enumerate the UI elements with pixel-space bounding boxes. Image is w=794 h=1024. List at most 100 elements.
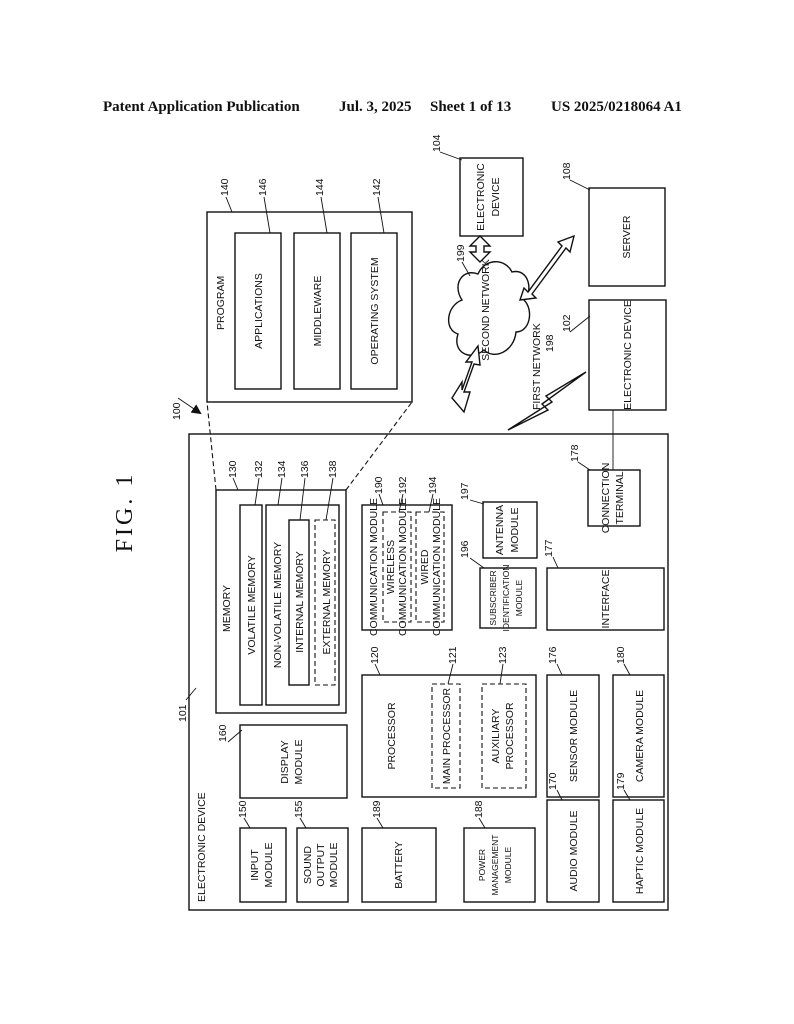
camera-module-box: [612, 674, 665, 798]
display-module-box: [239, 724, 348, 799]
volatile-memory-label: VOLATILE MEMORY: [246, 555, 258, 654]
internal-memory-label: INTERNAL MEMORY: [294, 551, 306, 653]
device-102-label: ELECTRONIC DEVICE: [622, 300, 634, 410]
auxiliary-processor-box: [481, 683, 527, 789]
applications-label: APPLICATIONS: [253, 273, 265, 349]
arrow-network-to-device-104: [468, 235, 492, 263]
operating-system-label: OPERATING SYSTEM: [369, 257, 381, 364]
middleware-box: [293, 232, 341, 390]
electronic-device-102-box: [588, 299, 667, 411]
ref-142: 142: [371, 178, 383, 196]
memory-box: [215, 489, 347, 714]
auxiliary-label-2: PROCESSOR: [504, 702, 516, 770]
arrow-device-to-network: [451, 344, 481, 414]
auxiliary-label-1: AUXILIARY: [490, 709, 502, 764]
ref-140: 140: [219, 178, 231, 196]
processor-label: PROCESSOR: [386, 702, 398, 770]
ref-176: 176: [547, 646, 559, 664]
antenna-module-box: [482, 501, 538, 559]
sheet-number: Sheet 1 of 13: [430, 99, 512, 115]
ref-123: 123: [497, 646, 509, 664]
audio-module-label: AUDIO MODULE: [568, 810, 580, 891]
communication-module-box: [361, 504, 453, 631]
power-label-2: MANAGEMENT: [490, 835, 500, 896]
ref-194: 194: [427, 476, 439, 494]
ref-101: 101: [177, 704, 189, 722]
subscriber-label-3: MODULE: [514, 579, 524, 616]
electronic-device-box: [188, 433, 669, 911]
second-network-label: SECOND NETWORK: [480, 259, 492, 361]
ref-160: 160: [217, 724, 229, 742]
non-volatile-memory-label: NON-VOLATILE MEMORY: [272, 542, 284, 668]
ref-146: 146: [257, 178, 269, 196]
ref-108: 108: [561, 162, 573, 180]
power-label-1: POWER: [477, 849, 487, 881]
wireless-comm-box: [382, 511, 412, 623]
display-label-2: MODULE: [293, 740, 305, 785]
applications-box: [234, 232, 282, 390]
input-label-2: MODULE: [263, 843, 275, 888]
ref-178: 178: [569, 444, 581, 462]
first-network-label: FIRST NETWORK: [531, 323, 543, 410]
ref-199: 199: [455, 244, 467, 262]
audio-module-box: [546, 799, 600, 903]
ref-120: 120: [369, 646, 381, 664]
input-module-box: [239, 827, 287, 903]
antenna-label-2: MODULE: [509, 508, 521, 553]
interface-label: INTERFACE: [600, 570, 612, 629]
connection-terminal-box: [587, 469, 641, 527]
sound-output-module-box: [296, 827, 349, 903]
server-label: SERVER: [621, 215, 633, 258]
interface-box: [546, 567, 665, 631]
display-label-1: DISPLAY: [279, 740, 291, 784]
wireless-comm-label-1: WIRELESS: [385, 540, 397, 594]
ref-144: 144: [314, 178, 326, 196]
internal-memory-box: [288, 519, 310, 686]
ref-136: 136: [299, 460, 311, 478]
subscriber-module-box: [479, 567, 537, 629]
input-label-1: INPUT: [249, 849, 261, 881]
main-processor-box: [431, 683, 461, 789]
server-box: [588, 187, 666, 287]
ref-188: 188: [473, 800, 485, 818]
connection-label-2: TERMINAL: [614, 471, 626, 524]
program-label: PROGRAM: [215, 276, 227, 330]
communication-module-label: COMMUNICATION MODULE: [368, 498, 380, 636]
ref-196: 196: [459, 540, 471, 558]
ref-130: 130: [227, 460, 239, 478]
program-box: [206, 211, 413, 403]
haptic-module-box: [612, 799, 665, 903]
ref-197: 197: [459, 482, 471, 500]
sensor-module-box: [546, 674, 600, 798]
sound-label-2: OUTPUT: [315, 843, 327, 887]
first-network-lightning: [507, 371, 587, 431]
battery-label: BATTERY: [393, 841, 405, 888]
external-memory-box: [314, 519, 336, 686]
antenna-label-1: ANTENNA: [494, 505, 506, 555]
main-processor-label: MAIN PROCESSOR: [441, 687, 453, 784]
non-volatile-memory-box: [265, 504, 340, 706]
haptic-module-label: HAPTIC MODULE: [634, 808, 646, 894]
connection-label-1: CONNECTION: [600, 463, 612, 534]
ref-190: 190: [373, 476, 385, 494]
electronic-device-label: ELECTRONIC DEVICE: [196, 792, 208, 902]
electronic-device-104-box: [459, 157, 524, 237]
ref-121: 121: [447, 646, 459, 664]
ref-104: 104: [431, 134, 443, 152]
wireless-comm-label-2: COMMUNICATION MODULE: [397, 498, 409, 636]
wired-comm-label-2: COMMUNICATION MODULE: [431, 498, 443, 636]
camera-module-label: CAMERA MODULE: [634, 690, 646, 782]
battery-box: [361, 827, 437, 903]
ref-179: 179: [615, 772, 627, 790]
external-memory-label: EXTERNAL MEMORY: [321, 549, 333, 654]
device-104-label-2: DEVICE: [490, 177, 502, 216]
ref-132: 132: [253, 460, 265, 478]
wired-comm-box: [415, 511, 445, 623]
publication-date: Jul. 3, 2025: [339, 99, 412, 115]
subscriber-label-2: IDENTIFICATION: [501, 565, 511, 632]
publication-number: US 2025/0218064 A1: [551, 99, 682, 115]
sound-label-3: MODULE: [328, 843, 340, 888]
ref-180: 180: [615, 646, 627, 664]
ref-192: 192: [397, 476, 409, 494]
